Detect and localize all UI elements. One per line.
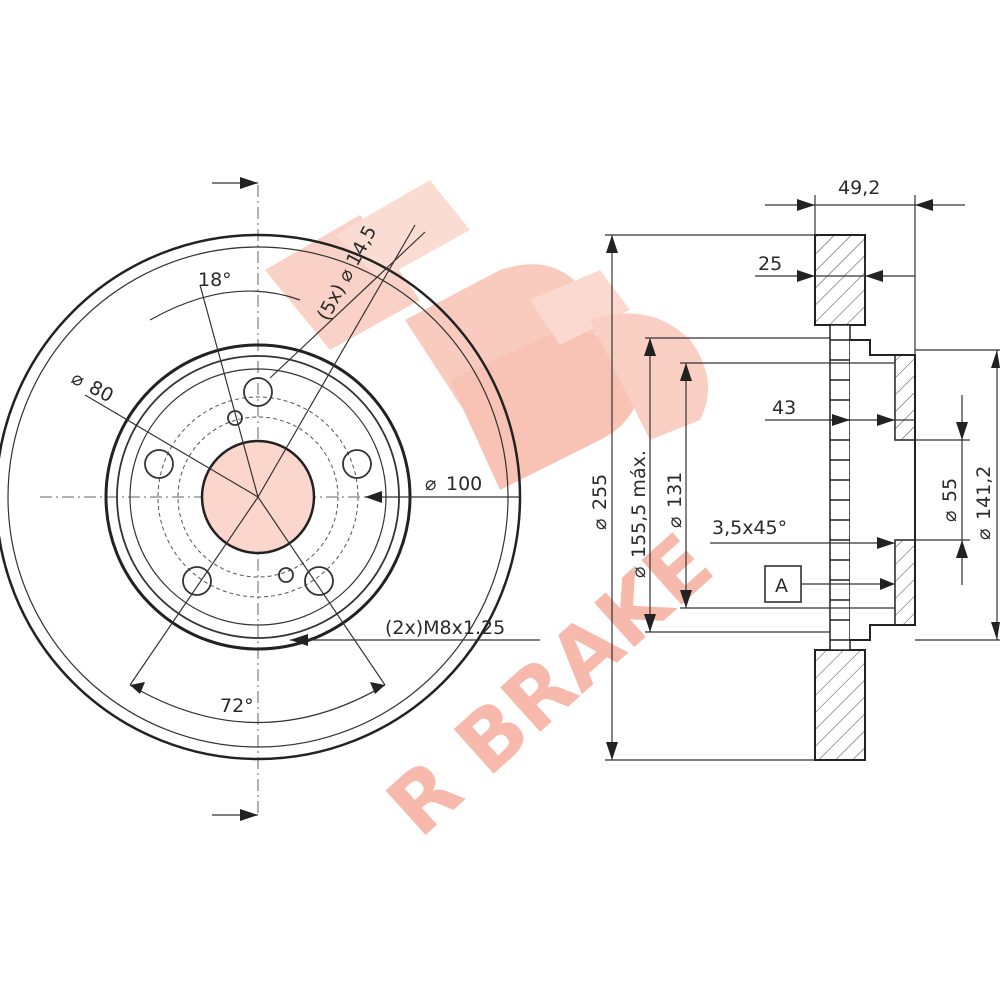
arrowhead <box>240 177 258 189</box>
hub-diameter-label: 131 <box>664 472 686 508</box>
arrowhead <box>240 809 258 821</box>
bore-diameter-symbol: ⌀ <box>939 511 961 522</box>
arrowhead <box>606 742 618 760</box>
reference-circle <box>177 416 339 578</box>
total-height-label: 49,2 <box>838 177 880 199</box>
bore-diameter-label: 55 <box>939 478 961 502</box>
thread-label: (2x)M8x1.25 <box>385 617 505 639</box>
bolt-hole <box>304 566 334 596</box>
bolt-hole <box>243 377 273 407</box>
arrowhead <box>991 622 1000 640</box>
angle-72-arc <box>129 684 386 723</box>
arrowhead <box>797 199 815 211</box>
arrowhead <box>956 422 968 440</box>
arrowhead <box>956 540 968 558</box>
hat-wall-top <box>894 354 916 441</box>
friction-ring-section-top <box>814 234 866 326</box>
arrowhead <box>991 350 1000 368</box>
threaded-hole <box>278 567 294 583</box>
arrowhead <box>915 199 933 211</box>
radial-line <box>257 496 386 686</box>
center-diameter-label: 80 <box>85 376 117 407</box>
rbrake-watermark-logo <box>265 180 708 490</box>
hub-diameter-symbol: ⌀ <box>664 517 686 528</box>
front-view: 18° (5x) ⌀ 14,5 ⌀ 80 ⌀ 100 (2x)M8x1.25 7… <box>0 177 540 821</box>
vane-lines <box>830 339 850 641</box>
arrowhead <box>644 614 656 632</box>
bolt-holes <box>144 377 372 596</box>
max-braking-diameter-symbol: ⌀ <box>628 567 650 578</box>
vent-vanes <box>829 324 851 651</box>
hub-outer-diameter-symbol: ⌀ <box>973 529 995 540</box>
max-braking-diameter-label: 155,5 máx. <box>628 450 650 558</box>
arrowhead <box>877 414 895 426</box>
chamfer-label: 3,5x45° <box>712 517 787 539</box>
datum-label: A <box>775 575 788 597</box>
bolt-hole <box>182 566 212 596</box>
pcd-diameter-symbol: ⌀ <box>425 473 436 495</box>
arrowhead <box>290 634 308 646</box>
pcd-diameter-label: 100 <box>446 473 482 495</box>
datum-box <box>764 565 802 603</box>
arrowhead <box>680 363 692 381</box>
extension-lines <box>605 195 1000 761</box>
arrowhead <box>797 270 815 282</box>
arrowhead <box>644 338 656 356</box>
hat-wall-bottom <box>894 539 916 626</box>
arrowhead <box>606 235 618 253</box>
inner-height-label: 43 <box>772 397 796 419</box>
center-diameter-symbol: ⌀ <box>68 367 88 392</box>
friction-ring-section-bottom <box>814 649 866 761</box>
arrowhead <box>680 590 692 608</box>
bolt-hole-leader <box>269 231 426 379</box>
radial-line <box>84 394 259 498</box>
arrowhead <box>877 537 895 549</box>
pcd-circle <box>157 396 359 598</box>
angle-18-arc <box>149 290 301 321</box>
outer-diameter-label: 255 <box>589 474 611 510</box>
radial-line <box>199 284 259 498</box>
arrowhead <box>130 682 145 694</box>
watermark-text: R BRAKE <box>370 516 731 854</box>
angle-18-label: 18° <box>198 269 232 291</box>
arrowhead <box>865 270 883 282</box>
hub-outer-diameter-label: 141,2 <box>973 466 995 520</box>
disc-thickness-label: 25 <box>758 253 782 275</box>
side-view: 49,2 25 43 3,5x45° A ⌀ 255 ⌀ 155,5 máx. … <box>589 177 1000 761</box>
arrowhead <box>370 682 385 694</box>
outer-diameter-symbol: ⌀ <box>589 519 611 530</box>
radial-line <box>257 224 416 498</box>
bolt-hole <box>144 449 174 479</box>
arrowhead <box>365 491 382 503</box>
angle-72-label: 72° <box>220 695 254 717</box>
arrowhead <box>832 414 850 426</box>
arrowhead <box>880 578 895 590</box>
bolt-hole <box>342 449 372 479</box>
radial-line <box>129 496 259 686</box>
